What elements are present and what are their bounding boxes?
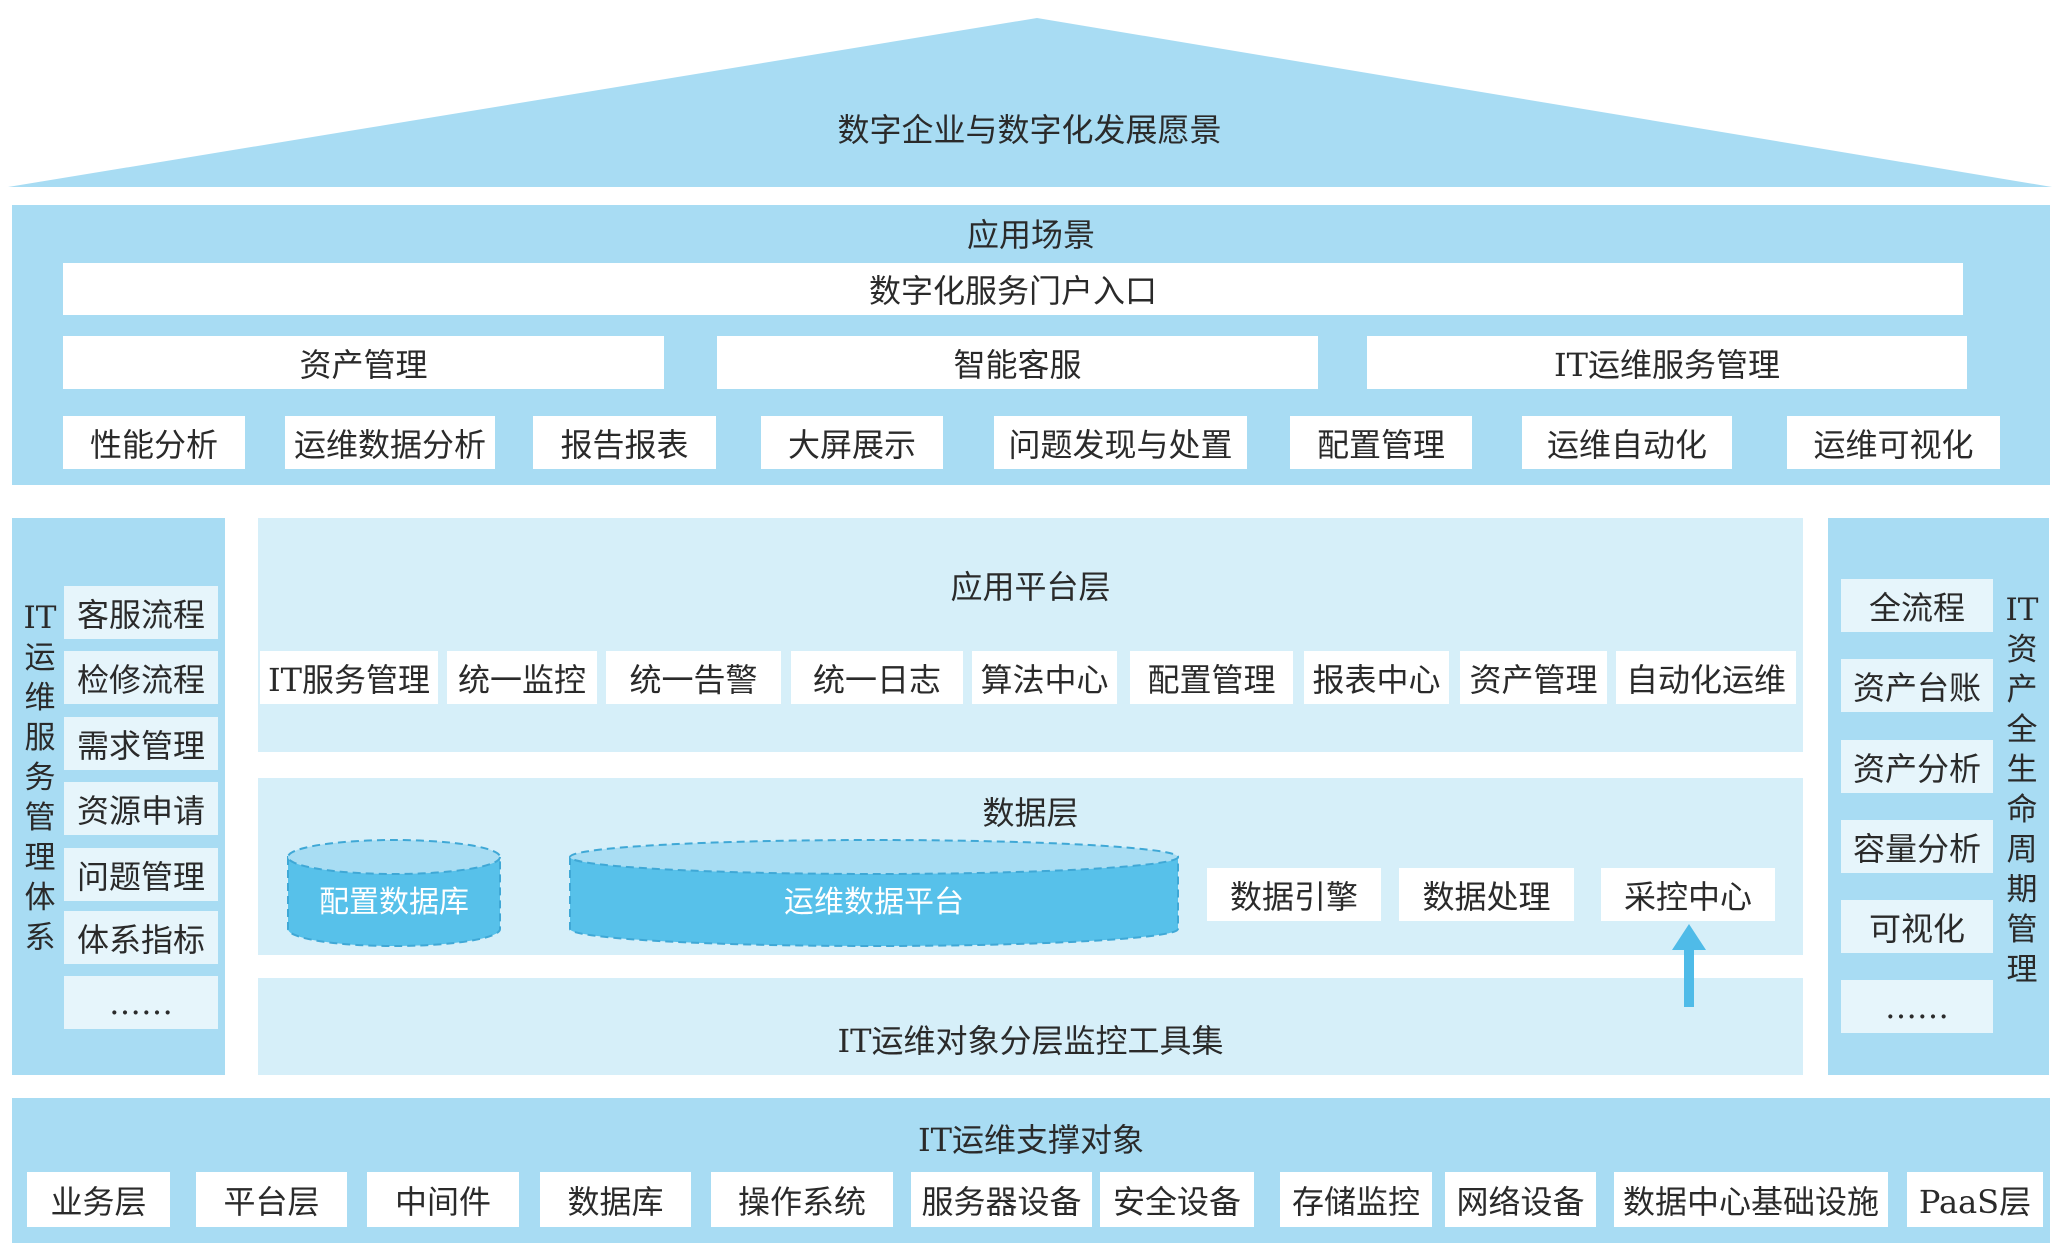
right-item: 可视化 — [1841, 900, 1993, 953]
left-item: 问题管理 — [64, 848, 218, 901]
scenario-item: 性能分析 — [63, 416, 245, 469]
scenario-group: 资产管理 — [63, 336, 664, 389]
platform-item: 统一日志 — [791, 651, 963, 704]
platform-item: 统一告警 — [606, 651, 781, 704]
left-panel-vertical-title: IT 运 维 服 务 管 理 体 系 — [23, 600, 57, 956]
scenario-item: 报告报表 — [533, 416, 716, 469]
platform-item: 统一监控 — [447, 651, 597, 704]
ops-data-platform-label: 运维数据平台 — [784, 885, 964, 920]
scenario-item: 运维自动化 — [1522, 416, 1732, 469]
left-item: 资源申请 — [64, 782, 218, 835]
roof-title: 数字企业与数字化发展愿景 — [837, 111, 1222, 149]
support-item: 安全设备 — [1100, 1172, 1254, 1227]
platform-item: 自动化运维 — [1616, 651, 1796, 704]
scenario-item: 运维数据分析 — [285, 416, 495, 469]
left-item-more: …… — [64, 976, 218, 1029]
right-panel-vertical-title: IT 资 产 全 生 命 周 期 管 理 — [2005, 592, 2039, 988]
scenario-title: 应用场景 — [966, 216, 1095, 254]
ops-data-platform-cylinder: 运维数据平台 — [569, 839, 1179, 947]
data-item: 数据引擎 — [1207, 868, 1381, 921]
right-item: 资产分析 — [1841, 740, 1993, 793]
app-platform-title: 应用平台层 — [950, 568, 1111, 606]
support-item: 数据库 — [540, 1172, 691, 1227]
left-item: 体系指标 — [64, 911, 218, 964]
right-item-more: …… — [1841, 980, 1993, 1033]
config-database-label: 配置数据库 — [319, 885, 469, 920]
left-item: 客服流程 — [64, 586, 218, 639]
monitor-layer — [258, 978, 1803, 1075]
support-title: IT运维支撑对象 — [918, 1121, 1144, 1159]
left-item: 需求管理 — [64, 717, 218, 770]
support-item: 平台层 — [196, 1172, 347, 1227]
support-item: PaaS层 — [1907, 1172, 2043, 1227]
data-item: 数据处理 — [1399, 868, 1574, 921]
left-item: 检修流程 — [64, 651, 218, 704]
platform-item: 算法中心 — [972, 651, 1117, 704]
scenario-group: 智能客服 — [717, 336, 1318, 389]
app-platform-layer — [258, 518, 1803, 752]
scenario-group: IT运维服务管理 — [1367, 336, 1967, 389]
scenario-item: 大屏展示 — [761, 416, 943, 469]
config-database-cylinder: 配置数据库 — [287, 839, 501, 947]
scenario-item: 运维可视化 — [1787, 416, 2000, 469]
up-arrow-icon — [1672, 924, 1706, 1007]
platform-item: 资产管理 — [1460, 651, 1607, 704]
right-item: 资产台账 — [1841, 659, 1993, 712]
portal-box: 数字化服务门户入口 — [63, 263, 1963, 315]
data-item: 采控中心 — [1601, 868, 1775, 921]
monitor-layer-title: IT运维对象分层监控工具集 — [837, 1022, 1224, 1060]
support-item: 操作系统 — [711, 1172, 893, 1227]
right-item: 容量分析 — [1841, 820, 1993, 873]
database-cylinders: 配置数据库 运维数据平台 — [287, 839, 1179, 947]
scenario-item: 问题发现与处置 — [994, 416, 1247, 469]
support-item: 网络设备 — [1445, 1172, 1596, 1227]
platform-item: 配置管理 — [1130, 651, 1293, 704]
support-item: 业务层 — [27, 1172, 170, 1227]
data-layer-title: 数据层 — [982, 794, 1079, 832]
support-item: 存储监控 — [1280, 1172, 1432, 1227]
platform-item: IT服务管理 — [260, 651, 438, 704]
scenario-item: 配置管理 — [1290, 416, 1472, 469]
roof — [8, 18, 2052, 187]
platform-item: 报表中心 — [1304, 651, 1449, 704]
right-item: 全流程 — [1841, 579, 1993, 632]
support-item: 服务器设备 — [911, 1172, 1092, 1227]
support-item: 中间件 — [367, 1172, 519, 1227]
support-item: 数据中心基础设施 — [1614, 1172, 1888, 1227]
